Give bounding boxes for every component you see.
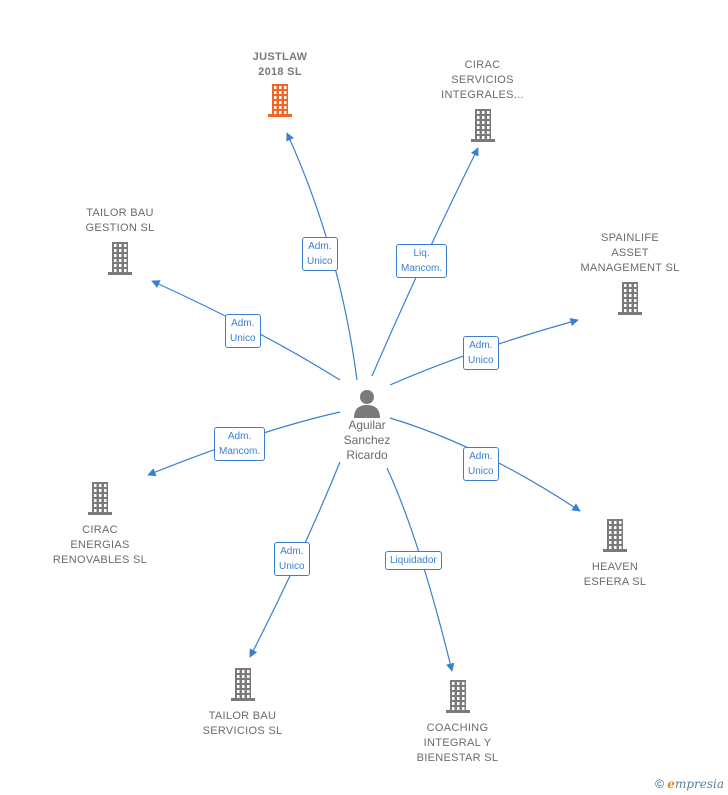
company-name: TAILOR BAU GESTION SL (85, 207, 155, 234)
brand-logo: empresia (667, 777, 724, 791)
relation-label-justlaw[interactable]: Adm. Unico (302, 237, 338, 271)
company-name: CIRAC SERVICIOS INTEGRALES... (441, 59, 524, 101)
building-icon (108, 242, 132, 275)
company-node-cirac-servicios[interactable]: CIRAC SERVICIOS INTEGRALES... (430, 58, 535, 142)
company-name: HEAVEN ESFERA SL (583, 561, 647, 588)
person-name-line: Sanchez (343, 433, 391, 447)
company-name: CIRAC ENERGIAS RENOVABLES SL (52, 524, 148, 566)
company-node-coaching[interactable]: COACHING INTEGRAL Y BIENESTAR SL (400, 679, 515, 766)
building-icon (445, 680, 470, 713)
person-name-line: Aguilar (348, 418, 386, 432)
company-node-tailor-gestion[interactable]: TAILOR BAU GESTION SL (65, 206, 175, 275)
relation-label-cirac-energias[interactable]: Adm. Mancom. (214, 427, 266, 461)
company-name: JUSTLAW 2018 SL (252, 51, 308, 78)
company-node-cirac-energias[interactable]: CIRAC ENERGIAS RENOVABLES SL (45, 481, 155, 568)
company-node-tailor-servicios[interactable]: TAILOR BAU SERVICIOS SL (185, 667, 300, 739)
company-name: TAILOR BAU SERVICIOS SL (202, 710, 283, 737)
person-icon (354, 390, 380, 418)
center-person[interactable]: Aguilar Sanchez Ricardo (327, 388, 407, 463)
relation-label-coaching[interactable]: Liquidador (385, 551, 442, 570)
company-name: COACHING INTEGRAL Y BIENESTAR SL (416, 722, 499, 764)
relation-label-tailor-servicios[interactable]: Adm. Unico (274, 542, 310, 576)
building-icon (470, 109, 495, 142)
person-name-line: Ricardo (346, 448, 388, 462)
building-icon (88, 482, 112, 515)
building-icon (603, 519, 627, 552)
relation-label-cirac-servicios[interactable]: Liq. Mancom. (396, 244, 448, 278)
company-node-heaven[interactable]: HEAVEN ESFERA SL (560, 518, 670, 590)
building-icon (618, 282, 642, 315)
building-icon (268, 84, 292, 117)
company-name: SPAINLIFE ASSET MANAGEMENT SL (580, 232, 680, 274)
company-node-spainlife[interactable]: SPAINLIFE ASSET MANAGEMENT SL (575, 231, 685, 315)
footer-brand[interactable]: © empresia (655, 777, 724, 791)
building-icon (230, 668, 255, 701)
relation-label-heaven[interactable]: Adm. Unico (463, 447, 499, 481)
copyright-symbol: © (655, 777, 664, 791)
company-node-justlaw[interactable]: JUSTLAW 2018 SL (225, 50, 335, 117)
relation-label-tailor-gestion[interactable]: Adm. Unico (225, 314, 261, 348)
relation-label-spainlife[interactable]: Adm. Unico (463, 336, 499, 370)
